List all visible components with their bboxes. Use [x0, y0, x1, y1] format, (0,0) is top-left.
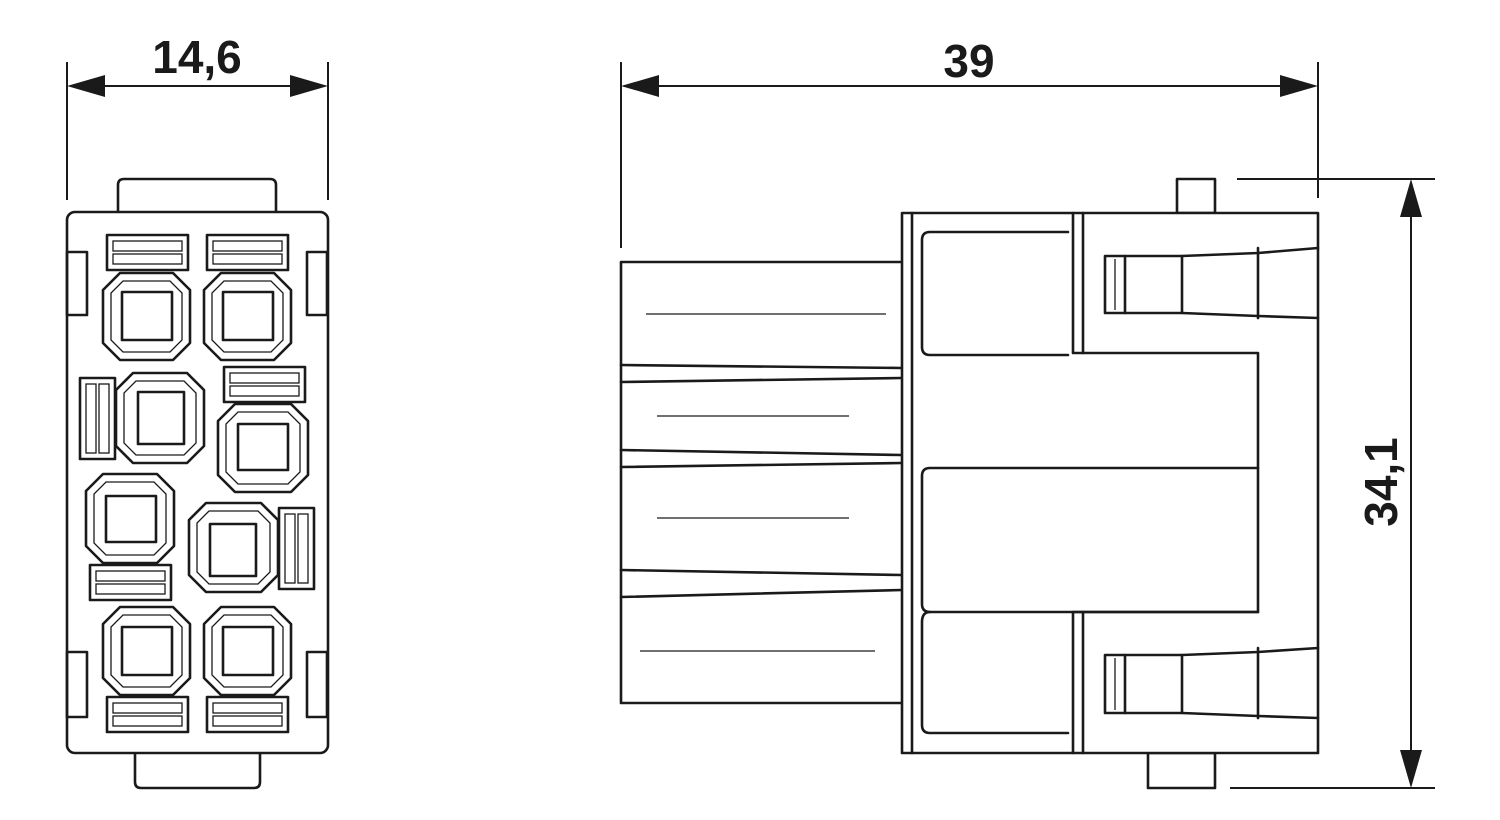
front-top-tab — [116, 177, 278, 212]
front-housing — [65, 210, 330, 755]
insert-segment-lines — [619, 313, 904, 652]
retaining-clip — [205, 695, 290, 734]
contact-cavity — [202, 605, 293, 697]
side-body — [900, 211, 1320, 755]
retaining-clip — [277, 506, 316, 591]
front-latch-right-bottom — [305, 650, 329, 719]
contact-cavity — [187, 501, 280, 594]
side-top-pin — [1175, 177, 1217, 215]
retaining-clip — [205, 233, 290, 272]
dimension-label-side-length: 39 — [943, 35, 994, 87]
upper-latch — [1103, 246, 1320, 320]
front-latch-left-top — [65, 250, 89, 317]
lower-latch — [1103, 646, 1320, 720]
dimension-label-front-width: 14,6 — [152, 31, 242, 83]
retaining-clips — [78, 233, 316, 734]
dimension-front-width: 14,6 — [66, 31, 329, 200]
front-bottom-tab — [133, 752, 262, 790]
retaining-clip — [78, 376, 117, 461]
front-view — [65, 177, 330, 790]
dimension-side-length: 39 — [620, 35, 1319, 248]
contact-cavity — [202, 271, 293, 362]
body-lower-recess — [920, 610, 1070, 735]
side-bottom-pin — [1146, 751, 1217, 790]
side-view — [619, 177, 1320, 790]
latch-frame — [1071, 211, 1260, 755]
retaining-clip — [88, 563, 173, 602]
contact-cavity — [101, 271, 192, 362]
contact-cavity — [101, 605, 192, 697]
retaining-clip — [105, 695, 190, 734]
dimension-side-height: 34,1 — [1230, 178, 1435, 789]
contact-cavity — [84, 472, 176, 565]
side-insert — [619, 260, 905, 705]
contact-cavities — [84, 271, 310, 697]
front-latch-right-top — [305, 250, 329, 317]
contact-cavity — [216, 402, 310, 494]
dimension-label-side-height: 34,1 — [1355, 437, 1407, 527]
body-upper-recess — [920, 230, 1070, 357]
front-latch-left-bottom — [65, 650, 89, 719]
retaining-clip — [222, 365, 307, 404]
retaining-clip — [105, 233, 190, 272]
